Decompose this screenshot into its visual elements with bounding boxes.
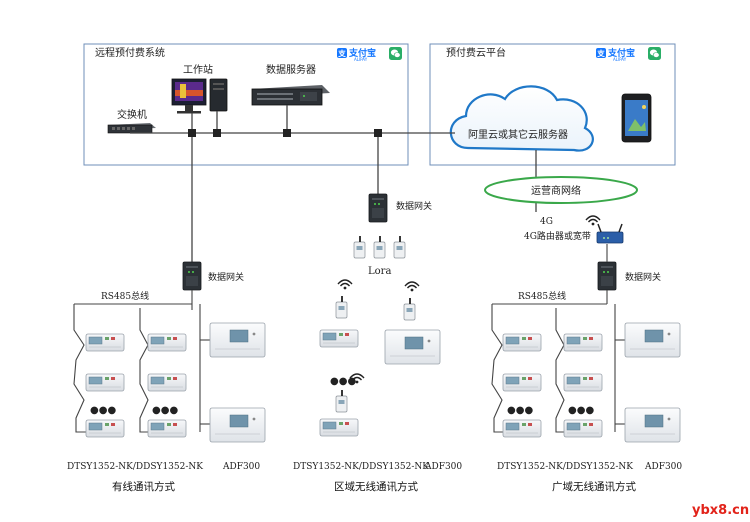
meter-left-3 xyxy=(85,373,125,392)
adf-label-3: ADF300 xyxy=(644,462,682,472)
wechat-icon-left xyxy=(388,46,403,61)
rs485-label-left: RS485总线 xyxy=(101,290,149,302)
meter-right-1 xyxy=(502,333,542,352)
network-lines xyxy=(130,105,537,262)
dots-middle: ●●● xyxy=(330,376,356,387)
right-panel-title: 预付费云平台 xyxy=(446,46,506,59)
alipay-logo-left: 支付宝 ALIPAY xyxy=(337,47,376,62)
workstation-label: 工作站 xyxy=(183,63,213,76)
meter-model-label-3: DTSY1352-NK/DDSY1352-NK xyxy=(497,462,633,472)
adf300-left-2 xyxy=(209,407,266,443)
lora-sensor-1 xyxy=(353,235,366,259)
junction-nodes xyxy=(188,129,382,137)
meter-left-6 xyxy=(147,419,187,438)
adf300-middle xyxy=(384,329,441,365)
meter-left-4 xyxy=(147,373,187,392)
adf300-left-1 xyxy=(209,322,266,358)
db-server-label: 数据服务器 xyxy=(266,63,316,76)
lora-label: Lora xyxy=(368,266,391,277)
meter-left-2 xyxy=(147,333,187,352)
gateway-icon-left xyxy=(182,261,202,291)
wifi-icon-mid-1 xyxy=(337,279,353,291)
rs485-label-right: RS485总线 xyxy=(518,290,566,302)
right-panel-border xyxy=(429,43,676,166)
caption-wide-wireless: 广域无线通讯方式 xyxy=(552,480,636,493)
watermark: ybx8.cn xyxy=(692,503,749,518)
meter-right-3 xyxy=(502,373,542,392)
dots-right-2: ●●● xyxy=(568,405,594,416)
switch-icon xyxy=(107,123,156,134)
caption-area-wireless: 区域无线通讯方式 xyxy=(334,480,418,493)
router-wifi-icon xyxy=(585,215,601,227)
gateway-label-middle: 数据网关 xyxy=(396,200,432,212)
caption-wired: 有线通讯方式 xyxy=(112,480,175,493)
workstation-icon xyxy=(171,78,228,114)
cloud-label: 阿里云或其它云服务器 xyxy=(468,128,568,141)
left-panel-border xyxy=(83,43,409,166)
dots-right-1: ●●● xyxy=(507,405,533,416)
gateway-label-right: 数据网关 xyxy=(625,271,661,283)
meter-left-1 xyxy=(85,333,125,352)
wireless-sensor-1 xyxy=(335,295,348,319)
wireless-sensor-2 xyxy=(403,297,416,321)
switch-label: 交换机 xyxy=(117,108,147,121)
meter-model-label-1: DTSY1352-NK/DDSY1352-NK xyxy=(67,462,203,472)
router-label-4g: 4G xyxy=(540,217,553,227)
left-panel-title: 远程预付费系统 xyxy=(95,46,165,59)
adf300-right-2 xyxy=(624,407,681,443)
adf300-right-1 xyxy=(624,322,681,358)
alipay-sub-left: ALIPAY xyxy=(354,57,368,62)
gateway-icon-middle xyxy=(368,193,388,223)
meter-right-6 xyxy=(563,419,603,438)
meter-middle-2 xyxy=(319,418,359,437)
alipay-text-right: 支付宝 xyxy=(607,47,635,59)
wifi-icon-mid-2 xyxy=(404,281,420,293)
dots-left-1: ●●● xyxy=(90,405,116,416)
adf-label-1: ADF300 xyxy=(222,462,260,472)
meter-model-label-2: DTSY1352-NK/DDSY1352-NK xyxy=(293,462,429,472)
alipay-text-left: 支付宝 xyxy=(348,47,376,59)
bus-lines-left xyxy=(73,290,210,433)
lora-sensor-3 xyxy=(393,235,406,259)
wireless-sensor-3 xyxy=(335,389,348,413)
lora-sensor-2 xyxy=(373,235,386,259)
meter-middle-1 xyxy=(319,329,359,348)
cloud-icon xyxy=(449,85,594,152)
alipay-logo-right: 支付宝 ALIPAY xyxy=(596,47,635,62)
gateway-icon-right xyxy=(597,261,617,291)
router-label: 4G路由器或宽带 xyxy=(524,230,591,242)
meter-right-5 xyxy=(502,419,542,438)
meter-left-5 xyxy=(85,419,125,438)
meter-right-2 xyxy=(563,333,603,352)
bus-lines-right xyxy=(491,244,625,433)
alipay-sub-right: ALIPAY xyxy=(613,57,627,62)
gateway-label-left: 数据网关 xyxy=(208,271,244,283)
dots-left-2: ●●● xyxy=(152,405,178,416)
meter-right-4 xyxy=(563,373,603,392)
operator-network-label: 运营商网络 xyxy=(531,184,581,197)
wechat-icon-right xyxy=(647,46,662,61)
router-icon xyxy=(596,223,624,244)
adf-label-2: ADF300 xyxy=(424,462,462,472)
operator-network-ellipse xyxy=(484,176,638,204)
phone-icon xyxy=(621,93,652,143)
db-server-icon xyxy=(251,85,330,106)
